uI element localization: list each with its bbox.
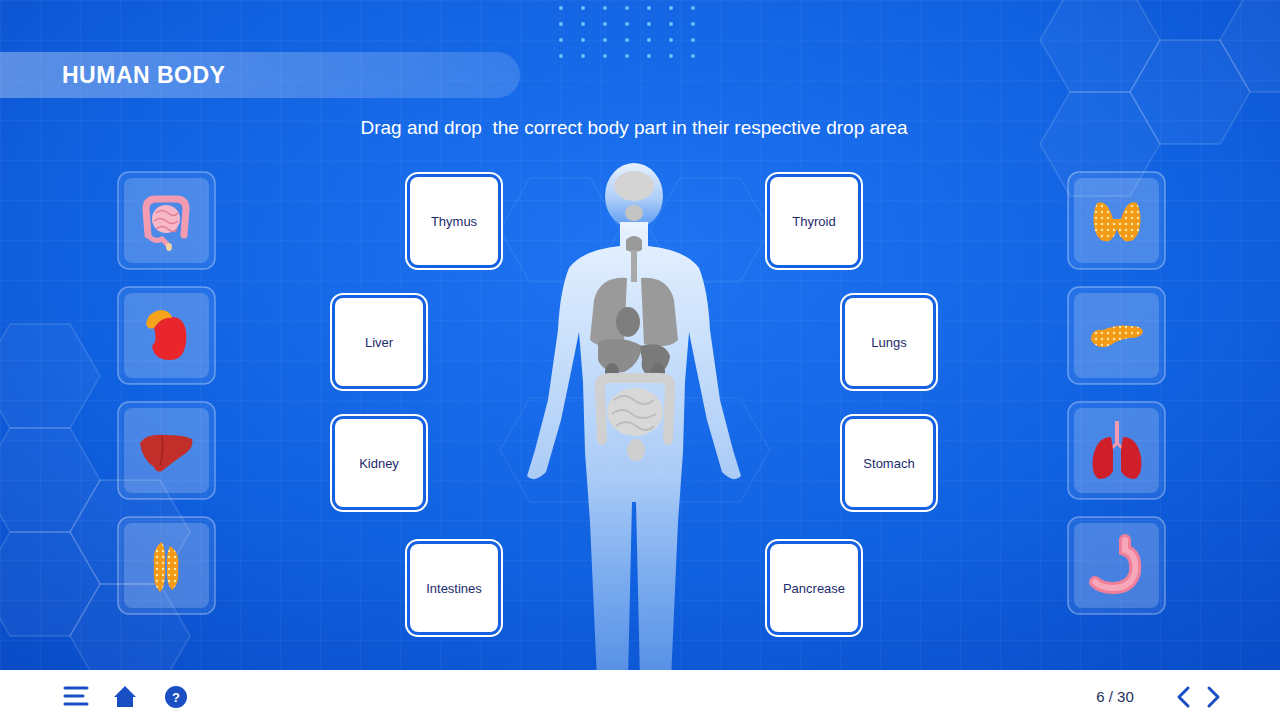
organ-illustration — [600, 378, 670, 440]
stomach-icon — [1095, 540, 1135, 588]
drop-zone-label: Pancrease — [783, 581, 845, 596]
human-figure — [605, 163, 663, 229]
organ-illustration — [590, 171, 678, 461]
human-figure — [527, 222, 741, 680]
drop-zone-label: Thymus — [431, 214, 477, 229]
icon-tile — [1068, 517, 1165, 614]
menu-icon — [65, 687, 87, 690]
intestines-icon — [146, 199, 186, 235]
icon-tile — [118, 517, 215, 614]
drop-zone-box: Liver — [335, 298, 423, 386]
icon-tile — [124, 408, 209, 493]
instruction-text: Drag and drop the correct body part in t… — [360, 117, 907, 139]
icon-tile — [1068, 402, 1165, 499]
intestines-icon — [166, 243, 172, 251]
thyroid-icon — [1093, 202, 1140, 241]
hexagon-decoration — [0, 324, 100, 428]
hexagon-decoration — [0, 0, 1280, 688]
organ-illustration — [641, 278, 678, 346]
organ-illustration — [598, 339, 642, 372]
liver-icon — [160, 437, 163, 465]
pancreas-icon — [1091, 326, 1143, 348]
lungs-icon — [1093, 437, 1113, 479]
icon-tile — [1074, 293, 1159, 378]
icon-tile — [1074, 523, 1159, 608]
drop-zone-box: Pancrease — [770, 544, 858, 632]
drop-zone-box: Kidney — [335, 419, 423, 507]
organ-illustration — [626, 236, 642, 252]
menu-icon — [65, 695, 83, 698]
help-icon — [165, 686, 187, 708]
icon-tile — [1074, 178, 1159, 263]
intestines-icon — [152, 205, 180, 233]
drop-zone-box: Intestines — [410, 544, 498, 632]
thymus-icon — [154, 542, 179, 592]
dot-grid — [545, 0, 699, 64]
icon-tile — [118, 172, 1165, 614]
organ-illustration — [616, 307, 640, 337]
organ-illustration — [627, 439, 645, 461]
slide-title: HUMAN BODY — [62, 62, 225, 89]
kidney-icon — [146, 310, 186, 360]
help-icon-glyph: ? — [172, 690, 180, 705]
drop-zone-box: Stomach — [845, 419, 933, 507]
intestines-icon — [148, 235, 168, 245]
organ-illustration — [612, 396, 656, 430]
icon-tile — [124, 523, 209, 608]
icon-tile — [118, 402, 215, 499]
lungs-icon — [1121, 437, 1141, 479]
thyroid-icon — [1093, 202, 1140, 241]
drop-zone-box: Thymus — [410, 177, 498, 265]
lungs-icon — [1093, 421, 1142, 479]
hexagon-decoration — [1220, 0, 1280, 92]
organ-illustration — [631, 250, 637, 282]
home-icon — [114, 686, 136, 707]
menu-icon — [65, 688, 87, 704]
lungs-icon — [1115, 421, 1119, 443]
pancreas-icon — [1091, 326, 1143, 348]
liver-icon — [140, 435, 192, 472]
icon-tile — [1074, 408, 1159, 493]
page-counter: 6 / 30 — [1096, 688, 1134, 705]
thymus-icon — [154, 542, 179, 592]
title-banner — [0, 52, 520, 98]
prev-arrow — [1179, 688, 1188, 706]
icon-tile — [124, 293, 209, 378]
intestines-icon — [154, 211, 178, 232]
drop-zone-box: Thyroid — [770, 177, 858, 265]
next-arrow — [1209, 688, 1218, 706]
liver-icon — [140, 435, 192, 472]
drop-zone-label: Lungs — [871, 335, 906, 350]
kidney-icon — [146, 310, 172, 329]
pancreas-icon — [1091, 326, 1143, 348]
stomach-icon — [1095, 540, 1135, 588]
organ-illustration — [614, 171, 654, 201]
drop-zone-label: Thyroid — [792, 214, 835, 229]
stomach-icon — [1095, 540, 1135, 588]
drop-zone-label: Kidney — [359, 456, 399, 471]
drop-zone-label: Intestines — [426, 581, 482, 596]
drop-zone-label: Stomach — [863, 456, 914, 471]
drop-zone-box: Lungs — [845, 298, 933, 386]
icon-tile — [118, 172, 215, 269]
nav-bar — [0, 670, 1280, 720]
icon-tile — [1068, 287, 1165, 384]
icon-tile — [1068, 172, 1165, 269]
menu-icon — [65, 703, 87, 706]
intestines-icon — [146, 199, 186, 251]
organ-illustration — [625, 205, 643, 221]
icon-tile — [118, 287, 215, 384]
icon-tile — [124, 178, 209, 263]
drop-zone-label: Liver — [365, 335, 393, 350]
human-figure — [527, 163, 741, 680]
thyroid-icon — [1093, 202, 1140, 241]
organ-illustration — [607, 388, 663, 436]
